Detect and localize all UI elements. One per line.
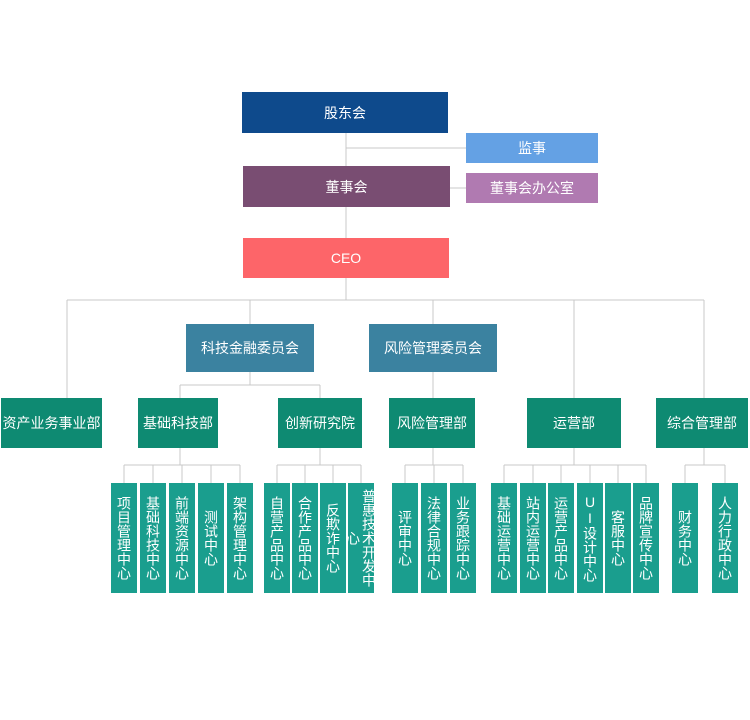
node-label: 品牌宣传中心 <box>638 496 654 580</box>
node-board-office: 董事会办公室 <box>466 173 598 203</box>
node-label: 法律合规中心 <box>426 496 442 580</box>
node-label: 董事会 <box>325 178 368 195</box>
node-label: 普惠技术开发中心 <box>345 489 377 587</box>
node-c-hr: 人力行政中心 <box>712 483 738 593</box>
node-risk-committee: 风险管理委员会 <box>369 324 497 372</box>
node-c-coopprod: 合作产品中心 <box>292 483 318 593</box>
node-c-ui: UI设计中心 <box>577 483 603 593</box>
node-shareholders: 股东会 <box>242 92 448 133</box>
node-label: 反欺诈中心 <box>325 503 341 573</box>
node-c-service: 客服中心 <box>605 483 631 593</box>
node-label: 风险管理部 <box>397 415 467 431</box>
node-label: 自营产品中心 <box>269 496 285 580</box>
node-label: 创新研究院 <box>285 415 355 431</box>
node-c-brand: 品牌宣传中心 <box>633 483 659 593</box>
node-label: 站内运营中心 <box>525 496 541 580</box>
node-ceo: CEO <box>243 238 449 278</box>
node-label: 风险管理委员会 <box>384 340 482 356</box>
node-label: 基础科技部 <box>143 415 213 431</box>
node-c-project: 项目管理中心 <box>111 483 137 593</box>
node-innovation: 创新研究院 <box>278 398 362 448</box>
node-label: 基础运营中心 <box>496 496 512 580</box>
node-label: 合作产品中心 <box>297 496 313 580</box>
node-label: 董事会办公室 <box>490 180 574 196</box>
node-c-antifraud: 反欺诈中心 <box>320 483 346 593</box>
node-c-test: 测试中心 <box>198 483 224 593</box>
node-operations: 运营部 <box>527 398 621 448</box>
node-label: UI设计中心 <box>582 494 598 582</box>
node-label: 项目管理中心 <box>116 496 132 580</box>
node-label: 运营部 <box>553 415 595 431</box>
node-label: 测试中心 <box>203 510 219 566</box>
node-c-inclusive: 普惠技术开发中心 <box>345 483 377 593</box>
node-label: 综合管理部 <box>667 415 737 431</box>
node-c-arch: 架构管理中心 <box>227 483 253 593</box>
node-label: 运营产品中心 <box>553 496 569 580</box>
node-board: 董事会 <box>243 166 450 207</box>
node-label: 科技金融委员会 <box>201 340 299 356</box>
node-base-tech: 基础科技部 <box>138 398 218 448</box>
node-label: 业务跟踪中心 <box>455 496 471 580</box>
node-c-ownprod: 自营产品中心 <box>264 483 290 593</box>
node-c-opsprod: 运营产品中心 <box>548 483 574 593</box>
node-label: 股东会 <box>324 104 366 121</box>
node-general-mgmt: 综合管理部 <box>656 398 748 448</box>
node-risk-dept: 风险管理部 <box>389 398 475 448</box>
node-c-frontend: 前端资源中心 <box>169 483 195 593</box>
node-c-review: 评审中心 <box>392 483 418 593</box>
node-label: 监事 <box>518 140 546 156</box>
node-c-legal: 法律合规中心 <box>421 483 447 593</box>
node-c-baseops: 基础运营中心 <box>491 483 517 593</box>
node-label: 资产业务事业部 <box>2 415 101 431</box>
node-c-finance: 财务中心 <box>672 483 698 593</box>
node-label: 财务中心 <box>677 510 693 566</box>
node-label: 客服中心 <box>610 510 626 566</box>
node-asset-division: 资产业务事业部 <box>1 398 102 448</box>
node-label: 人力行政中心 <box>717 496 733 580</box>
node-c-tracking: 业务跟踪中心 <box>450 483 476 593</box>
node-label: 前端资源中心 <box>174 496 190 580</box>
node-label: 架构管理中心 <box>232 496 248 580</box>
node-label: CEO <box>330 250 362 266</box>
node-c-basetech: 基础科技中心 <box>140 483 166 593</box>
node-supervisor: 监事 <box>466 133 598 163</box>
node-c-siteops: 站内运营中心 <box>520 483 546 593</box>
node-label: 基础科技中心 <box>145 496 161 580</box>
node-label: 评审中心 <box>397 510 413 566</box>
node-fintech-committee: 科技金融委员会 <box>186 324 314 372</box>
